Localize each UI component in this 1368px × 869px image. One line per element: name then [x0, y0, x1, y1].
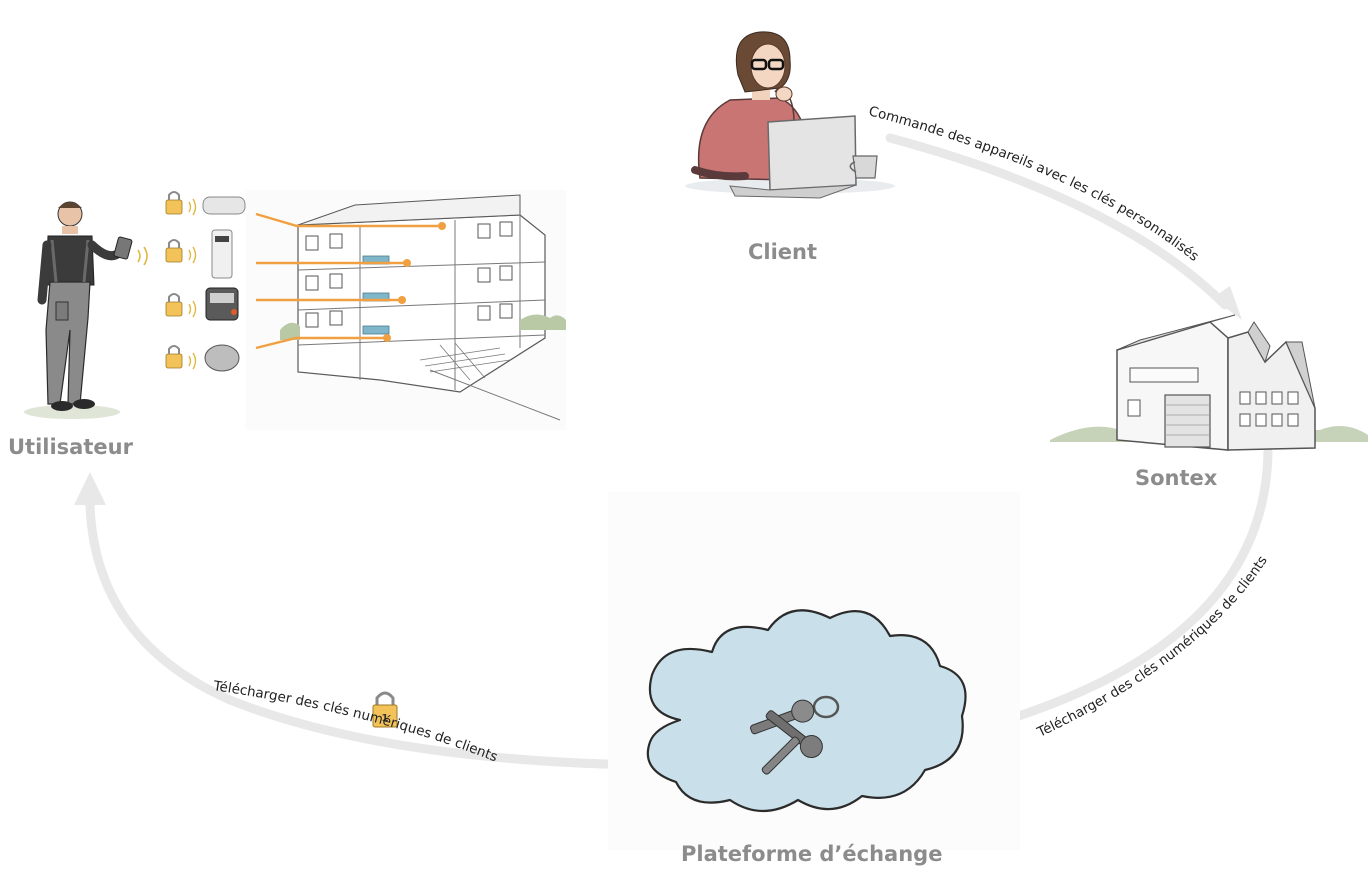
lock-icon: 1	[372, 691, 398, 728]
sontex-building	[1050, 314, 1368, 451]
device-connectors	[255, 212, 446, 350]
building-illustration	[246, 190, 566, 430]
keys-icon	[750, 695, 840, 775]
flow-arrows	[74, 133, 1273, 770]
device-row-1	[165, 191, 246, 216]
device-row-4	[165, 344, 240, 372]
platform-illustration	[608, 492, 1020, 850]
arrow-platform-to-user	[85, 500, 645, 770]
user-illustration	[24, 201, 148, 419]
arrow-sontex-to-platform	[995, 447, 1273, 727]
arrow-client-to-sontex	[885, 133, 1230, 310]
node-label-user: Utilisateur	[8, 435, 133, 459]
node-label-sontex: Sontex	[1135, 466, 1218, 490]
arrowhead-sontex	[1212, 286, 1242, 320]
devices-group	[165, 191, 246, 372]
client-illustration	[685, 31, 895, 199]
connector-1	[255, 212, 440, 228]
node-label-client: Client	[748, 240, 818, 264]
arrowhead-user	[74, 472, 106, 505]
device-row-3	[165, 287, 239, 321]
connector-4	[255, 336, 385, 350]
device-row-2	[165, 229, 233, 279]
node-label-platform: Plateforme d’échange	[681, 842, 943, 866]
svg-text:1: 1	[382, 713, 389, 724]
